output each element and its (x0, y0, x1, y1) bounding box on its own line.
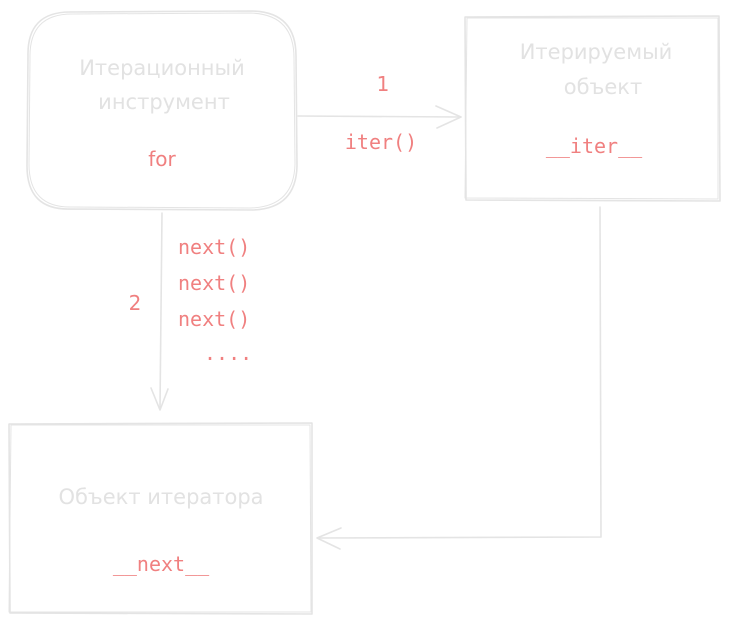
next-call-1: next() (178, 235, 250, 259)
iteration-tool-node: Итерационный инструмент for (26, 10, 298, 211)
iterable-title-line-2: объект (564, 75, 642, 99)
arrow-line-1 (297, 115, 461, 118)
next-call-2: next() (178, 271, 250, 295)
iter-method-label: __iter__ (546, 134, 643, 158)
iterable-node: Итерируемый объект __iter__ (464, 15, 721, 202)
iteration-tool-box (26, 10, 298, 211)
arrow-line-2 (159, 212, 163, 409)
for-keyword: for (148, 147, 176, 171)
iter-call-label: iter() (345, 130, 417, 154)
next-call-ellipsis: .... (204, 341, 252, 365)
edge-return-iterator (316, 206, 602, 550)
next-method-label: __next__ (113, 552, 210, 576)
edge-iter-call: 1 iter() (297, 72, 462, 154)
step-1-number: 1 (377, 72, 390, 96)
iterator-node: Объект итератора __next__ (8, 422, 313, 615)
iterable-title-line-1: Итерируемый (520, 40, 673, 64)
next-call-3: next() (178, 307, 250, 331)
edge-next-calls: 2 next() next() next() .... (129, 212, 252, 411)
arrow-head-3 (316, 527, 342, 550)
iteration-tool-title-line-1: Итерационный (79, 56, 245, 80)
arrow-head-2 (150, 387, 169, 411)
iterator-title: Объект итератора (58, 485, 263, 509)
arrow-head-1 (435, 105, 462, 129)
arrow-line-3 (317, 206, 602, 539)
iteration-tool-title-line-2: инструмент (98, 90, 230, 114)
step-2-number: 2 (129, 291, 142, 315)
iterator-box (8, 422, 313, 615)
